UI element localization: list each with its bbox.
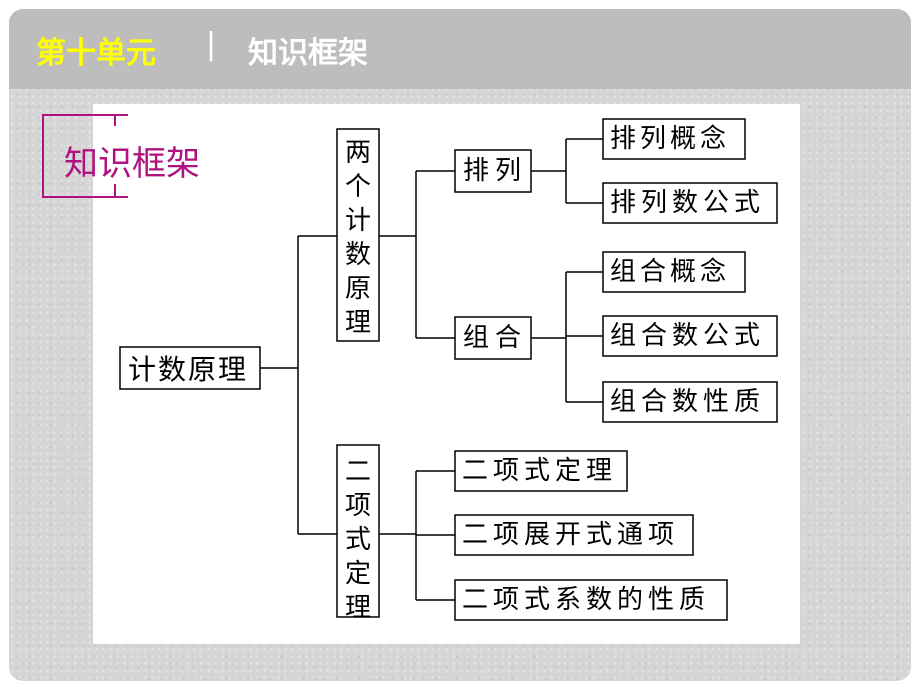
vertical-char: 项 [344, 491, 371, 521]
node-branch2-label: 二项式定理 [337, 455, 379, 625]
node-combination-box [454, 316, 532, 360]
vertical-char: 式 [344, 525, 371, 555]
node-binom-general-label: 二项展开式通项 [462, 520, 680, 550]
node-permutation-label: 排列 [463, 156, 528, 186]
vertical-char: 两 [344, 138, 371, 168]
node-binom-general-box [454, 514, 694, 556]
node-comb-formula-box [602, 315, 778, 357]
node-binom-theorem-box [454, 450, 628, 492]
node-comb-property-box [602, 381, 778, 423]
vertical-char: 理 [344, 593, 371, 623]
node-branch2-box [336, 444, 380, 618]
node-root-label: 计数原理 [128, 353, 249, 386]
vertical-char: 理 [344, 308, 371, 338]
node-branch1-label: 两个计数原理 [337, 136, 379, 340]
node-branch1-box [336, 128, 380, 342]
vertical-char: 计 [344, 206, 371, 236]
badge-label: 知识框架 [64, 144, 200, 184]
vertical-char: 数 [344, 240, 371, 270]
vertical-char: 二 [344, 457, 371, 487]
vertical-char: 个 [344, 172, 371, 202]
unit-label: 第十单元 [36, 36, 156, 71]
badge-tick-top [114, 114, 116, 126]
node-comb-concept-box [602, 251, 746, 293]
node-perm-formula-label: 排列数公式 [610, 188, 766, 218]
header-title: 知识框架 [248, 36, 368, 71]
node-permutation-box [454, 149, 532, 193]
node-comb-formula-label: 组合数公式 [610, 321, 766, 351]
node-binom-coef-box [454, 579, 728, 621]
vertical-char: 原 [344, 274, 371, 304]
node-combination-label: 组合 [463, 323, 528, 353]
node-binom-coef-label: 二项式系数的性质 [462, 585, 711, 615]
node-comb-property-label: 组合数性质 [610, 387, 766, 417]
node-root-box [119, 346, 261, 390]
node-perm-concept-label: 排列概念 [610, 124, 731, 154]
node-perm-concept-box [602, 118, 746, 160]
node-binom-theorem-label: 二项式定理 [462, 456, 618, 486]
vertical-char: 定 [344, 559, 371, 589]
node-comb-concept-label: 组合概念 [610, 257, 731, 287]
header-separator: | [206, 27, 217, 62]
badge-bracket [42, 114, 128, 198]
badge-tick-bottom [114, 184, 116, 196]
header-bar [9, 9, 911, 89]
